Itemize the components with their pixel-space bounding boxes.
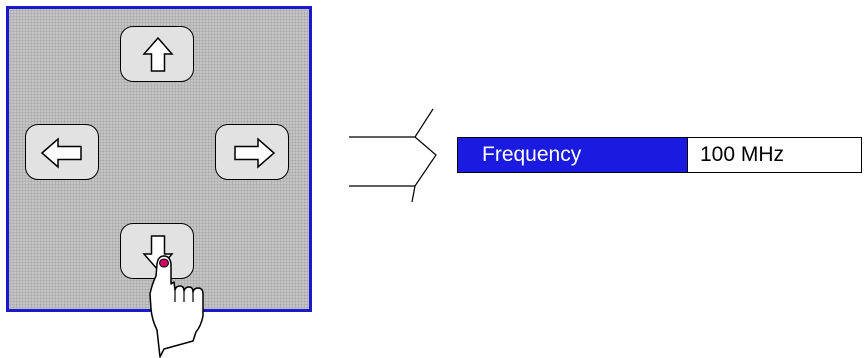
right-arrow-key[interactable] xyxy=(215,124,289,180)
arrow-up-icon xyxy=(142,36,174,72)
frequency-label: Frequency xyxy=(458,138,688,172)
frequency-value[interactable]: 100 MHz xyxy=(688,138,861,172)
arrow-keypad xyxy=(6,6,312,312)
left-arrow-key[interactable] xyxy=(25,124,99,180)
arrow-left-icon xyxy=(40,137,82,169)
up-arrow-key[interactable] xyxy=(120,26,194,82)
arrow-right-icon xyxy=(234,137,276,169)
frequency-field: Frequency 100 MHz xyxy=(457,137,862,173)
